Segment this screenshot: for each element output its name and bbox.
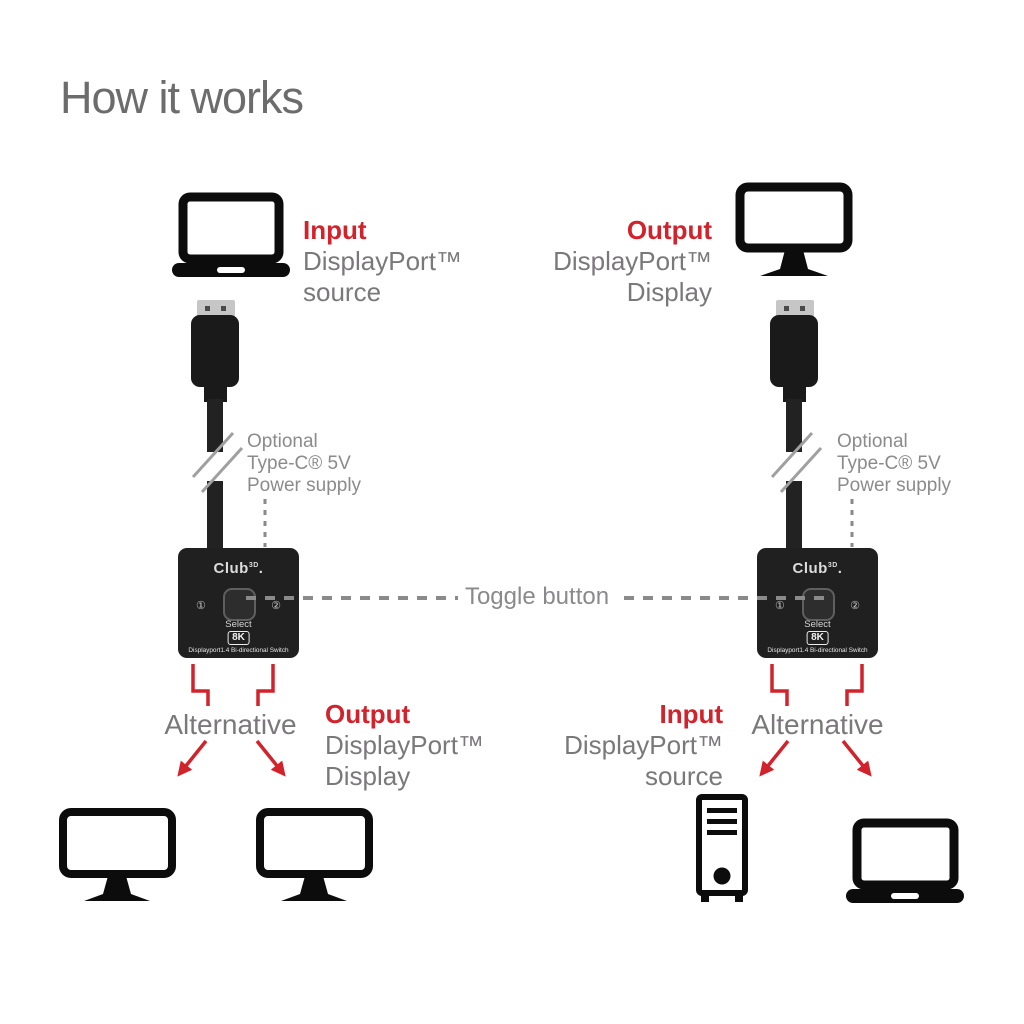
- port-1-label: ①: [196, 600, 206, 612]
- power-note-line: Type-C® 5V: [247, 453, 351, 474]
- displayport-label: DisplayPort™: [325, 730, 484, 760]
- select-button: [802, 588, 835, 621]
- 8k-badge: 8K: [227, 631, 250, 645]
- displayport-label: DisplayPort™: [564, 730, 723, 760]
- source-label: source: [644, 761, 723, 791]
- switch-device-right: Club3D. ① ② Select 8K Displayport1.4 Bi-…: [757, 548, 878, 658]
- left-output-label: Output DisplayPort™ Display: [325, 699, 484, 792]
- toggle-button-callout: Toggle button: [464, 583, 610, 610]
- port-1-label: ①: [775, 600, 785, 612]
- switch-device-body: [757, 548, 878, 658]
- displayport-cable: [770, 300, 818, 548]
- displayport-cable: [191, 300, 239, 548]
- right-input-label: Input DisplayPort™ source: [564, 699, 723, 792]
- input-label: Input: [303, 215, 367, 245]
- cable-break-icon: [770, 431, 823, 494]
- switch-device-left: Club3D. ① ② Select 8K Displayport1.4 Bi-…: [178, 548, 299, 658]
- displayport-label: DisplayPort™: [553, 246, 712, 276]
- right-display-label: Output DisplayPort™ Display: [553, 215, 712, 308]
- power-note-line: Type-C® 5V: [837, 453, 941, 474]
- device-caption: Displayport1.4 Bi-directional Switch: [767, 647, 868, 654]
- power-note-line: Power supply: [837, 475, 952, 496]
- left-power-note: Optional Type-C® 5V Power supply: [247, 431, 361, 497]
- pc-tower-icon: [696, 794, 748, 902]
- monitor-icon: [256, 808, 373, 901]
- output-label: Output: [325, 699, 411, 729]
- right-alternative-label: Alternative: [751, 709, 884, 740]
- left-source-label: Input DisplayPort™ source: [303, 215, 462, 308]
- monitor-icon: [735, 182, 853, 276]
- club3d-logo: Club3D.: [792, 560, 843, 577]
- alternative-bracket: [770, 664, 864, 706]
- page-title: How it works: [60, 72, 304, 123]
- left-alternative-label: Alternative: [164, 709, 297, 740]
- device-caption: Displayport1.4 Bi-directional Switch: [188, 647, 289, 654]
- alternative-arrows: [759, 739, 872, 777]
- displayport-label: DisplayPort™: [303, 246, 462, 276]
- right-power-note: Optional Type-C® 5V Power supply: [837, 431, 951, 497]
- port-2-label: ②: [850, 600, 860, 612]
- alternative-arrows: [177, 739, 286, 777]
- cable-break-icon: [191, 431, 244, 494]
- monitor-icon: [59, 808, 176, 901]
- club3d-logo: Club3D.: [213, 560, 264, 577]
- laptop-icon: [846, 818, 964, 903]
- power-note-line: Optional: [247, 431, 318, 452]
- display-label: Display: [325, 761, 411, 791]
- power-note-line: Optional: [837, 431, 908, 452]
- 8k-badge: 8K: [806, 631, 829, 645]
- select-button-label: Select: [804, 619, 831, 630]
- port-2-label: ②: [271, 600, 281, 612]
- display-label: Display: [626, 277, 712, 307]
- source-label: source: [303, 277, 382, 307]
- laptop-icon: [172, 192, 290, 277]
- power-note-line: Power supply: [247, 475, 362, 496]
- output-label: Output: [626, 215, 712, 245]
- input-label: Input: [659, 699, 723, 729]
- select-button-label: Select: [225, 619, 252, 630]
- alternative-bracket: [191, 664, 275, 706]
